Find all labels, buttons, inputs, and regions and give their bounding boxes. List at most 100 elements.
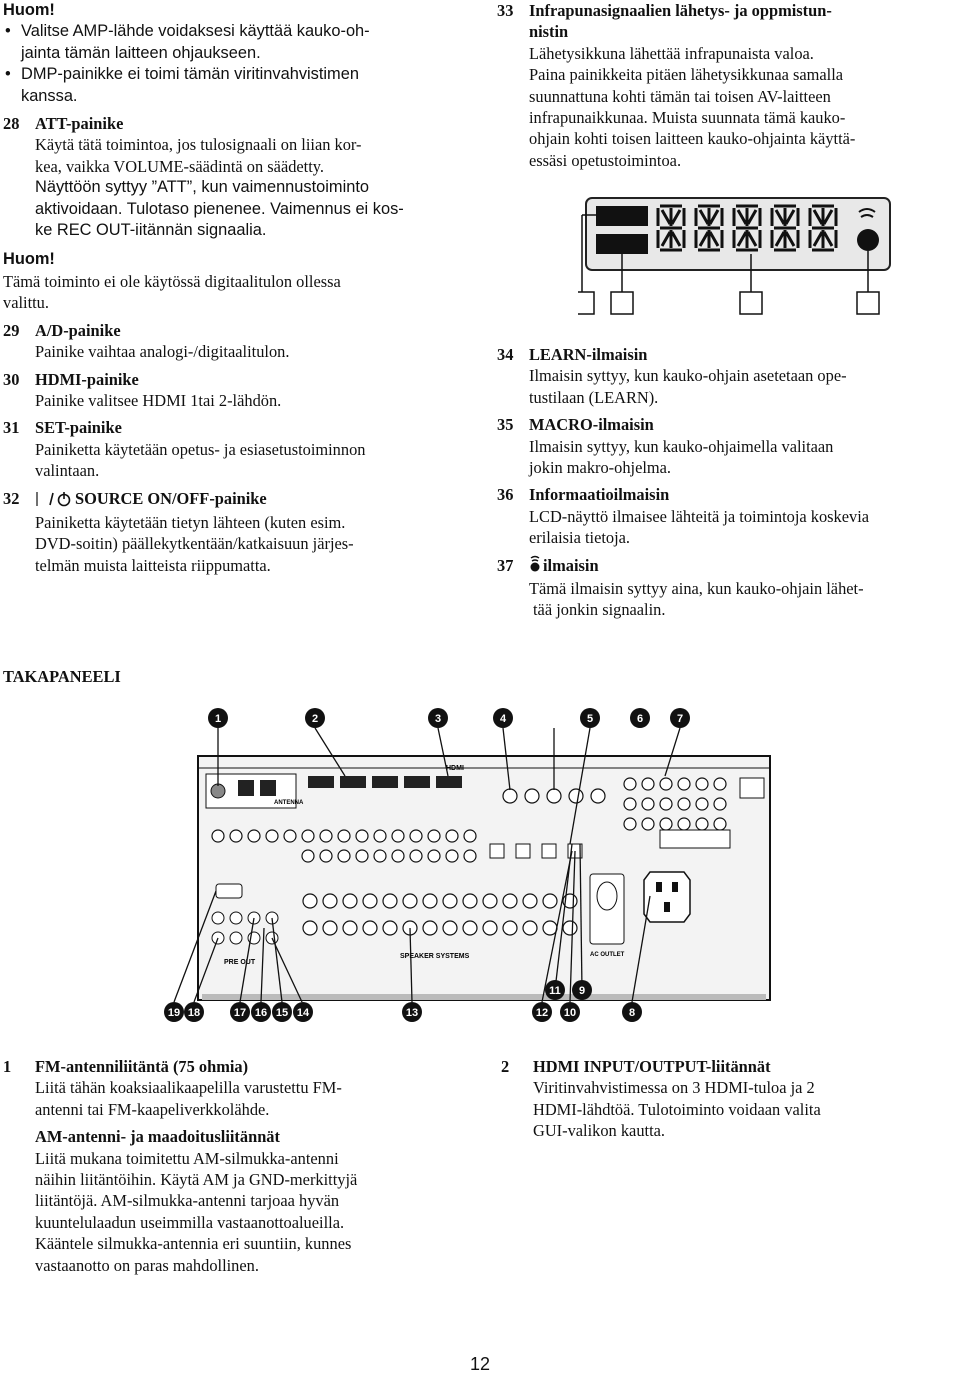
callout-1: 1 bbox=[208, 708, 228, 728]
item-32-line-1: Painiketta käytetään tietyn lähteen (kut… bbox=[35, 512, 346, 532]
item-28-line-3: Näyttöön syttyy ”ATT”, kun vaimennustoim… bbox=[35, 178, 369, 197]
item-33-line-6: essäsi opetustoimintoa. bbox=[529, 150, 682, 170]
svg-text:1: 1 bbox=[215, 713, 221, 725]
item-37-line-2: tää jonkin signaalin. bbox=[533, 600, 666, 620]
item-33-line-4: infrapunaikkunaa. Muista suunnata tämä k… bbox=[529, 108, 846, 128]
callout-19: 19 bbox=[164, 1002, 184, 1022]
callout-8: 8 bbox=[622, 1002, 642, 1022]
svg-text:5: 5 bbox=[587, 713, 593, 725]
item-28-line-1: Käytä tätä toimintoa, jos tulosignaali o… bbox=[35, 135, 362, 155]
item-29-line-1: Painike vaihtaa analogi-/digitaalitulon. bbox=[35, 342, 290, 362]
note2-title: Huom! bbox=[3, 250, 55, 269]
callout-17: 17 bbox=[230, 1002, 250, 1022]
svg-text:16: 16 bbox=[255, 1007, 267, 1019]
left-column: Huom! Valitse AMP-lähde voidaksesi käytt… bbox=[3, 0, 473, 576]
svg-text:18: 18 bbox=[188, 1007, 200, 1019]
bullet-1-line-2: jainta tämän laitteen ohjaukseen. bbox=[21, 43, 261, 62]
callout-6: 6 bbox=[630, 708, 650, 728]
callout-5: 5 bbox=[580, 708, 600, 728]
callout-7: 7 bbox=[670, 708, 690, 728]
rca-connectors bbox=[211, 777, 727, 863]
item-32-line-2: DVD-soitin) päällekytkentään/katkaisuun … bbox=[35, 534, 354, 554]
item-1-line-2: antenni tai FM-kaapeliverkkolähde. bbox=[35, 1099, 270, 1119]
standby-power-icon bbox=[35, 491, 75, 512]
item-2-line-3: GUI-valikon kautta. bbox=[533, 1121, 665, 1141]
note-title: Huom! bbox=[3, 1, 55, 19]
item-34-line-1: Ilmaisin syttyy, kun kauko-ohjain asetet… bbox=[529, 366, 847, 386]
display-diagram bbox=[578, 197, 891, 315]
svg-text:6: 6 bbox=[637, 713, 643, 725]
svg-text:13: 13 bbox=[406, 1007, 418, 1019]
am-line-6: vastaanotto on paras mahdollinen. bbox=[35, 1255, 259, 1275]
svg-text:3: 3 bbox=[435, 713, 441, 725]
item-31-line-2: valintaan. bbox=[35, 461, 100, 481]
svg-text:9: 9 bbox=[579, 985, 585, 997]
item-36-line-2: erilaisia tietoja. bbox=[529, 528, 631, 548]
callout-34 bbox=[578, 291, 595, 315]
item-2-line-2: HDMI-lähdtöä. Tulotoiminto voidaan valit… bbox=[533, 1099, 821, 1119]
item-33-heading-2: nistin bbox=[529, 22, 569, 42]
svg-text:12: 12 bbox=[536, 1007, 548, 1019]
indicator-dot-icon bbox=[857, 229, 879, 251]
svg-text:11: 11 bbox=[549, 985, 561, 997]
antenna-label: ANTENNA bbox=[274, 800, 304, 806]
bullet-2-line-2: kanssa. bbox=[21, 86, 78, 105]
callout-11: 11 bbox=[545, 980, 565, 1000]
pre-out-label: PRE OUT bbox=[224, 959, 256, 966]
callout-35 bbox=[610, 291, 634, 315]
item-35-line-1: Ilmaisin syttyy, kun kauko-ohjaimella va… bbox=[529, 436, 834, 456]
am-line-3: liitäntöjä. AM-silmukka-antenni tarjoaa … bbox=[35, 1191, 340, 1211]
callout-3: 3 bbox=[428, 708, 448, 728]
callout-36 bbox=[739, 291, 763, 315]
svg-text:14: 14 bbox=[297, 1007, 310, 1019]
note2-line-1: Tämä toiminto ei ole käytössä digitaalit… bbox=[3, 271, 341, 291]
item-28-line-5: ke REC OUT-iitännän signaalia. bbox=[35, 221, 267, 240]
callout-12: 12 bbox=[532, 1002, 552, 1022]
item-37-line-1: Tämä ilmaisin syttyy aina, kun kauko-ohj… bbox=[529, 579, 864, 599]
svg-text:17: 17 bbox=[234, 1007, 246, 1019]
svg-text:4: 4 bbox=[500, 713, 507, 725]
am-line-4: kuuntelulaadun useimmilla vastaanottoalu… bbox=[35, 1212, 345, 1232]
item-34-line-2: tustilaan (LEARN). bbox=[529, 387, 659, 407]
callout-2: 2 bbox=[305, 708, 325, 728]
speaker-systems-label: SPEAKER SYSTEMS bbox=[400, 953, 470, 960]
svg-text:19: 19 bbox=[168, 1007, 180, 1019]
am-line-1: Liitä mukana toimitettu AM-silmukka-ante… bbox=[35, 1148, 339, 1168]
item-33-line-2: Paina painikkeita pitäen lähetysikkunaa … bbox=[529, 65, 844, 85]
svg-text:15: 15 bbox=[276, 1007, 288, 1019]
svg-text:7: 7 bbox=[677, 713, 683, 725]
page-number: 12 bbox=[469, 1354, 491, 1374]
item-28-line-2: kea, vaikka VOLUME-säädintä on säädetty. bbox=[35, 156, 325, 176]
callout-37 bbox=[856, 291, 880, 315]
signal-waves-icon bbox=[858, 208, 876, 218]
item-36-line-1: LCD-näyttö ilmaisee lähteitä ja toiminto… bbox=[529, 506, 870, 526]
callout-13: 13 bbox=[402, 1002, 422, 1022]
am-line-5: Kääntele silmukka-antennia eri suuntiin,… bbox=[35, 1234, 352, 1254]
callout-15: 15 bbox=[272, 1002, 292, 1022]
bullet-1-line-1: Valitse AMP-lähde voidaksesi käyttää kau… bbox=[3, 21, 473, 42]
hdmi-label: HDMI bbox=[446, 765, 464, 772]
am-heading: AM-antenni- ja maadoitusliitännät bbox=[35, 1127, 280, 1147]
item-30-line-1: Painike valitsee HDMI 1tai 2-lähdön. bbox=[35, 390, 282, 410]
rear-panel-heading: TAKAPANEELI bbox=[3, 667, 121, 686]
segment-display bbox=[656, 204, 838, 252]
callout-16: 16 bbox=[251, 1002, 271, 1022]
bullet-2-line-1: DMP-painikke ei toimi tämän viritinvahvi… bbox=[3, 64, 473, 85]
speaker-terminals bbox=[302, 893, 578, 936]
item-33-line-5: ohjain kohti toisen laitteen kauko-ohjai… bbox=[529, 129, 856, 149]
svg-text:10: 10 bbox=[564, 1007, 576, 1019]
callout-18: 18 bbox=[184, 1002, 204, 1022]
remote-indicator-icon bbox=[529, 555, 543, 578]
